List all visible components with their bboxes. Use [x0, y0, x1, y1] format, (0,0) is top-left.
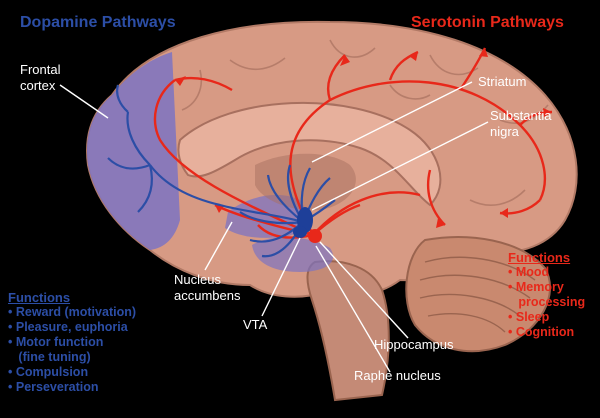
- raphe-nucleus-marker: [308, 229, 322, 243]
- dopamine-pathways-header: Dopamine Pathways: [20, 14, 176, 31]
- label-substantia-nigra: Substantia nigra: [490, 108, 552, 139]
- serotonin-arrowheads: [175, 48, 552, 228]
- list-item: Mood: [508, 265, 585, 280]
- list-item: Memory: [508, 280, 585, 295]
- label-hippocampus: Hippocampus: [374, 337, 454, 352]
- list-item: Compulsion: [8, 365, 136, 380]
- serotonin-pathways: [153, 47, 553, 239]
- list-item: Motor function: [8, 335, 136, 350]
- leader-lines: [59, 81, 489, 373]
- dopamine-pathways: [107, 84, 336, 258]
- label-striatum: Striatum: [478, 74, 527, 89]
- label-vta: VTA: [243, 317, 268, 332]
- label-raphe-nucleus: Raphe nucleus: [354, 368, 441, 383]
- list-item: Sleep: [508, 310, 585, 325]
- dopamine-functions-list: Reward (motivation) Pleasure, euphoria M…: [8, 305, 136, 395]
- label-nucleus-accumbens: Nucleus accumbens: [174, 272, 241, 303]
- list-item: (fine tuning): [18, 350, 91, 364]
- dopamine-functions: Functions Reward (motivation) Pleasure, …: [8, 290, 136, 395]
- label-frontal-cortex: Frontal cortex: [20, 62, 61, 93]
- dopamine-nuclei: [293, 207, 313, 238]
- serotonin-pathways-header: Serotonin Pathways: [411, 14, 564, 31]
- serotonin-functions: Functions Mood Memory processing Sleep C…: [508, 250, 585, 340]
- serotonin-functions-title: Functions: [508, 250, 571, 265]
- gyri-lines: [181, 39, 549, 206]
- dopamine-frontal-region: [87, 52, 180, 250]
- list-item: Reward (motivation): [8, 305, 136, 320]
- list-item: Perseveration: [8, 380, 136, 395]
- brainstem: [306, 260, 390, 402]
- list-item: processing: [518, 295, 586, 309]
- list-item: Pleasure, euphoria: [8, 320, 136, 335]
- dopamine-functions-title: Functions: [8, 290, 71, 305]
- list-item: Cognition: [508, 325, 585, 340]
- serotonin-functions-list: Mood Memory processing Sleep Cognition: [508, 265, 585, 340]
- cerebellum-folds: [419, 256, 536, 333]
